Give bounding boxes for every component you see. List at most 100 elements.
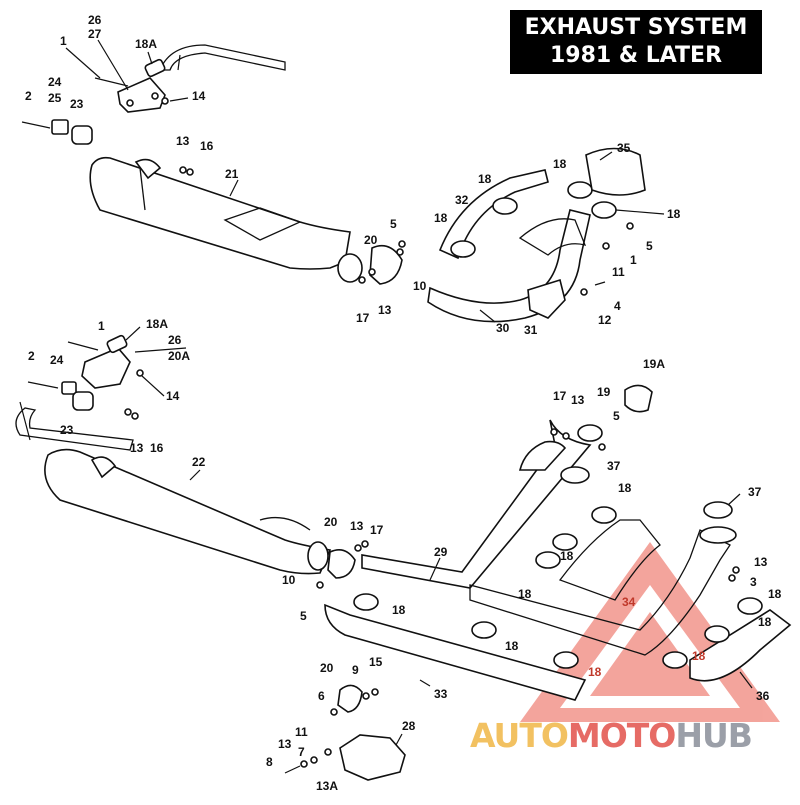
label-18: 18 bbox=[560, 549, 574, 563]
label-1: 1 bbox=[98, 319, 105, 333]
clamp-18-l2 bbox=[471, 621, 497, 639]
label-18: 18 bbox=[392, 603, 406, 617]
bracket-lower bbox=[81, 347, 131, 389]
clamp-18-l3 bbox=[553, 651, 579, 669]
label-10: 10 bbox=[413, 279, 427, 293]
muffler-22 bbox=[44, 448, 332, 575]
label-2: 2 bbox=[25, 89, 32, 103]
label-5: 5 bbox=[613, 409, 620, 423]
label-5: 5 bbox=[300, 609, 307, 623]
title-box: EXHAUST SYSTEM 1981 & LATER bbox=[510, 10, 762, 74]
clamp-18-u1 bbox=[450, 240, 476, 258]
label-21: 21 bbox=[225, 167, 239, 181]
label-20: 20 bbox=[324, 515, 338, 529]
label-35: 35 bbox=[617, 141, 631, 155]
label-2: 2 bbox=[28, 349, 35, 363]
label-23: 23 bbox=[70, 97, 84, 111]
label-13: 13 bbox=[378, 303, 392, 317]
label-24: 24 bbox=[50, 353, 64, 367]
gasket-37-a bbox=[560, 466, 590, 484]
watermark-hub: HUB bbox=[675, 716, 753, 755]
label-24: 24 bbox=[48, 75, 62, 89]
label-18: 18 bbox=[518, 587, 532, 601]
label-9: 9 bbox=[352, 663, 359, 677]
label-37: 37 bbox=[748, 485, 762, 499]
clamp-18-l6 bbox=[737, 597, 763, 615]
label-18: 18 bbox=[768, 587, 782, 601]
clamp-18-l4 bbox=[662, 651, 688, 669]
clamp-20-bottom bbox=[337, 684, 363, 713]
label-18a: 18A bbox=[135, 37, 157, 51]
sleeve-25 bbox=[51, 119, 69, 135]
pipe-33 bbox=[324, 603, 587, 701]
pipe-29 bbox=[361, 419, 592, 589]
spacer-18a-lower bbox=[106, 334, 128, 354]
clamp-18-l9 bbox=[591, 506, 617, 524]
muffler-21 bbox=[89, 156, 363, 283]
label-19: 19 bbox=[597, 385, 611, 399]
clamp-18-u4 bbox=[591, 201, 617, 219]
bracket-28 bbox=[339, 734, 406, 781]
label-16: 16 bbox=[150, 441, 164, 455]
label-31: 31 bbox=[524, 323, 538, 337]
label-7: 7 bbox=[298, 745, 305, 759]
label-37: 37 bbox=[607, 459, 621, 473]
label-18a: 18A bbox=[146, 317, 168, 331]
label-13: 13 bbox=[176, 134, 190, 148]
spacer-18a-upper bbox=[144, 58, 166, 78]
label-26: 26 bbox=[88, 13, 102, 27]
clamp-18-l8 bbox=[552, 533, 578, 551]
bushing-23-upper bbox=[71, 125, 93, 145]
label-3: 3 bbox=[750, 575, 757, 589]
mount-rail-lower bbox=[15, 407, 134, 451]
clamp-18-l7 bbox=[535, 551, 561, 569]
label-13a: 13A bbox=[316, 779, 338, 793]
label-18: 18 bbox=[618, 481, 632, 495]
label-30: 30 bbox=[496, 321, 510, 335]
watermark-text: AUTOMOTOHUB bbox=[470, 716, 794, 756]
clamp-18-u3 bbox=[567, 181, 593, 199]
clamp-18-u2 bbox=[492, 197, 518, 215]
gasket-37-b bbox=[703, 501, 733, 519]
watermark-auto: AUTO bbox=[470, 716, 569, 755]
clamp-19 bbox=[577, 424, 603, 442]
label-17: 17 bbox=[370, 523, 384, 537]
label-18: 18 bbox=[478, 172, 492, 186]
label-18: 18 bbox=[434, 211, 448, 225]
label-29: 29 bbox=[434, 545, 448, 559]
clamp-18-l5 bbox=[704, 625, 730, 643]
label-18: 18 bbox=[505, 639, 519, 653]
pipe-32 bbox=[438, 169, 549, 260]
label-17: 17 bbox=[356, 311, 370, 325]
heat-shield-35 bbox=[585, 147, 646, 196]
label-20: 20 bbox=[364, 233, 378, 247]
label-15: 15 bbox=[369, 655, 383, 669]
label-26: 26 bbox=[168, 333, 182, 347]
label-8: 8 bbox=[266, 755, 273, 769]
clamp-20-upper bbox=[369, 244, 403, 285]
label-33: 33 bbox=[434, 687, 448, 701]
label-18: 18 bbox=[588, 665, 602, 679]
label-18: 18 bbox=[553, 157, 567, 171]
title-line-1: EXHAUST SYSTEM bbox=[524, 15, 748, 40]
label-13: 13 bbox=[754, 555, 768, 569]
label-32: 32 bbox=[455, 193, 469, 207]
label-11: 11 bbox=[295, 725, 308, 739]
label-5: 5 bbox=[390, 217, 397, 231]
label-14: 14 bbox=[166, 389, 180, 403]
label-13: 13 bbox=[571, 393, 585, 407]
label-36: 36 bbox=[756, 689, 770, 703]
watermark-moto: MOTO bbox=[567, 716, 676, 755]
label-22: 22 bbox=[192, 455, 206, 469]
sleeve-24 bbox=[61, 381, 77, 395]
leader-lines bbox=[65, 39, 753, 746]
label-6: 6 bbox=[318, 689, 325, 703]
label-25: 25 bbox=[48, 91, 62, 105]
clamp-18-l1 bbox=[353, 593, 379, 611]
label-19a: 19A bbox=[643, 357, 665, 371]
label-13: 13 bbox=[130, 441, 144, 455]
bracket-31 bbox=[527, 278, 566, 319]
label-17: 17 bbox=[553, 389, 567, 403]
